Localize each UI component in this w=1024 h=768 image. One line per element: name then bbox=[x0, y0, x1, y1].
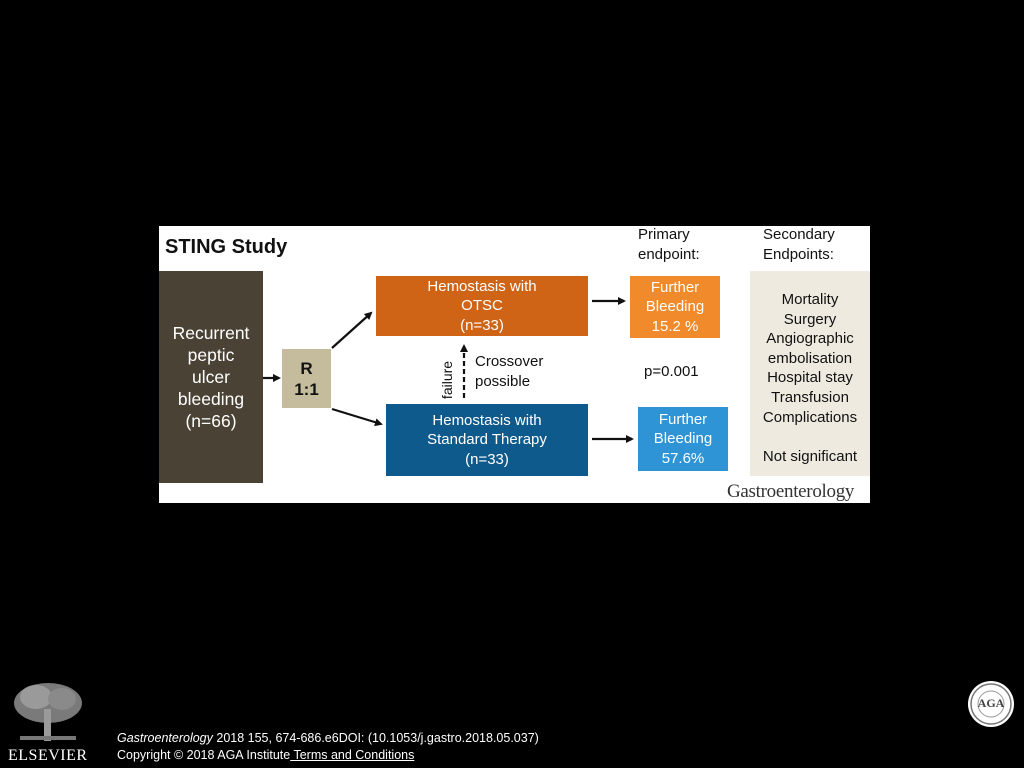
journal-logo: Gastroenterology bbox=[727, 481, 855, 502]
arrow-r-to-standard bbox=[331, 407, 383, 427]
flow-arrows bbox=[263, 297, 634, 443]
publisher-name: ELSEVIER bbox=[8, 747, 88, 764]
citation-line: Gastroenterology 2018 155, 674-686.e6DOI… bbox=[117, 731, 539, 745]
standard-outcome-box: Further Bleeding 57.6% bbox=[638, 407, 728, 471]
aga-seal-text: AGA bbox=[977, 696, 1005, 710]
population-box: Recurrent peptic ulcer bleeding (n=66) bbox=[159, 271, 263, 483]
crossover-label: Crossover possible bbox=[475, 353, 544, 390]
secondary-endpoints-box: Mortality Surgery Angiographic embolisat… bbox=[750, 271, 870, 476]
copyright-line: Copyright © 2018 AGA Institute Terms and… bbox=[117, 748, 415, 762]
terms-link[interactable]: Terms and Conditions bbox=[290, 748, 415, 762]
primary-endpoint-header: Primary endpoint: bbox=[638, 226, 700, 263]
otsc-outcome-box: Further Bleeding 15.2 % bbox=[630, 276, 720, 338]
randomization-box: R 1:1 bbox=[282, 349, 331, 408]
aga-seal: AGA bbox=[967, 680, 1015, 728]
otsc-arm-box: Hemostasis with OTSC (n=33) bbox=[376, 276, 588, 336]
secondary-endpoints-header: Secondary Endpoints: bbox=[763, 226, 835, 263]
diagram-title: STING Study bbox=[165, 236, 288, 258]
p-value: p=0.001 bbox=[644, 363, 699, 380]
elsevier-tree-logo bbox=[10, 681, 86, 743]
study-flow-diagram: STING Study Primary endpoint: Secondary … bbox=[159, 226, 870, 503]
arrow-r-to-otsc bbox=[331, 311, 373, 349]
standard-therapy-arm-box: Hemostasis with Standard Therapy (n=33) bbox=[386, 404, 588, 476]
